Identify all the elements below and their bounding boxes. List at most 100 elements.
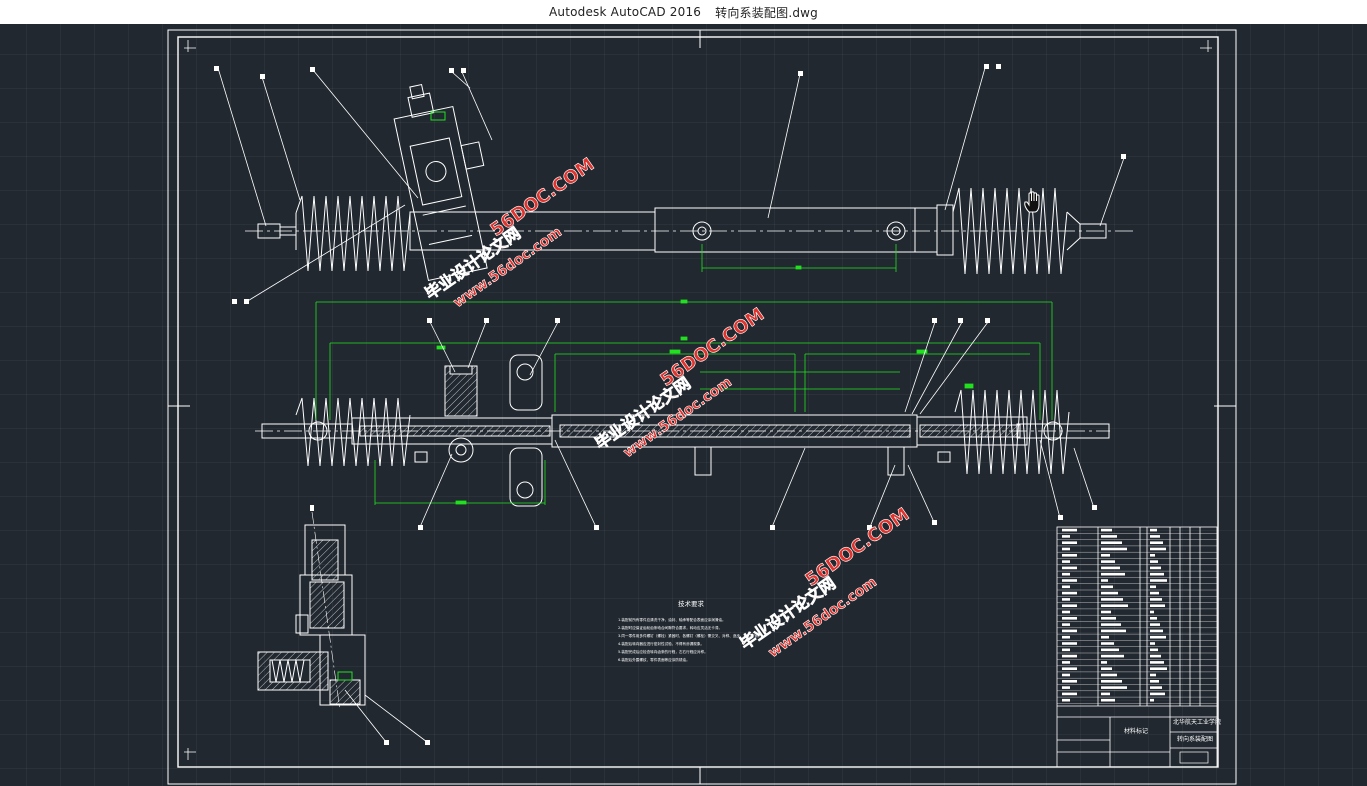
parts-list-cell-text <box>1062 591 1077 595</box>
parts-list-cell-text <box>1101 629 1126 633</box>
parts-list-cell-text <box>1101 604 1128 607</box>
hand-cursor-icon <box>1024 191 1040 213</box>
parts-list-rows <box>1057 533 1217 704</box>
parts-list-cell-text <box>1101 610 1111 614</box>
parts-list-cell-text <box>1150 617 1157 620</box>
parts-list-cell-text <box>1062 617 1077 620</box>
parts-list-cell-text <box>1150 648 1158 652</box>
parts-list-cell-text <box>1101 686 1127 689</box>
title-block-material: 材料标记 <box>1124 727 1148 735</box>
parts-list-cell-text <box>1150 667 1167 670</box>
parts-list-cell-text <box>1150 554 1155 557</box>
app-title: Autodesk AutoCAD 2016 <box>549 5 702 19</box>
parts-list-cell-text <box>1150 654 1161 658</box>
parts-list-cell-text <box>1150 572 1164 576</box>
parts-list-cell-text <box>1101 648 1119 652</box>
top-view <box>245 83 1135 282</box>
parts-list-cell-text <box>1101 547 1127 551</box>
tech-req-line-4: 4.装配后转向器应进行密封性试验，不得有渗漏现象。 <box>618 641 704 646</box>
parts-list-cell-text <box>1101 591 1118 595</box>
pinion-detail-view <box>257 511 366 711</box>
parts-list-cell-text <box>1101 661 1107 664</box>
tech-requirements-title: 技术要求 <box>678 599 705 608</box>
parts-list-cell-text <box>1150 610 1154 614</box>
parts-list-cell-text <box>1150 528 1157 532</box>
parts-list-cells <box>1062 528 1167 702</box>
parts-list-cell-text <box>1062 572 1070 576</box>
parts-list-cell-text <box>1150 692 1165 696</box>
parts-list-cell-text <box>1150 598 1162 601</box>
parts-list-cell-text <box>1062 535 1070 538</box>
section-dimensions <box>315 299 1053 505</box>
parts-list-cell-text <box>1062 654 1077 658</box>
parts-list-cell-text <box>1062 667 1077 670</box>
parts-list-cell-text <box>1062 686 1070 689</box>
parts-list-cell-text <box>1150 535 1160 538</box>
parts-list-cell-text <box>1062 598 1070 601</box>
parts-list-cell-text <box>1062 635 1070 639</box>
parts-list-cell-text <box>1101 585 1113 589</box>
parts-list-cell-text <box>1150 604 1165 607</box>
parts-list-cell-text <box>1150 673 1156 677</box>
parts-list-cell-text <box>1101 554 1110 557</box>
parts-list-cell-text <box>1101 541 1122 544</box>
parts-list-cell-text <box>1062 541 1077 544</box>
watermarks: 毕业设计论文网 www.56doc.com 56DOC.COM 毕业设计论文网 … <box>421 154 914 662</box>
document-title: 转向系装配图.dwg <box>715 5 818 20</box>
parts-list-cell-text <box>1062 648 1070 652</box>
parts-list-cell-text <box>1062 610 1070 614</box>
parts-list-cell-text <box>1101 623 1121 626</box>
section-view <box>255 354 1110 507</box>
parts-list-cell-text <box>1062 528 1077 532</box>
parts-list-cell-text <box>1062 579 1077 582</box>
parts-list-cell-text <box>1101 680 1122 683</box>
title-block-school: 北华航天工业学院 <box>1173 718 1221 726</box>
parts-list-cell-text <box>1101 635 1109 639</box>
parts-list-cell-text <box>1101 528 1112 532</box>
tech-requirements: 技术要求 1.装配前所有零件应清洗干净，油封、轴承等配合表面应涂润滑油。 2.装… <box>618 599 762 662</box>
parts-list-cell-text <box>1101 560 1115 563</box>
parts-list-cell-text <box>1062 554 1077 557</box>
parts-list-cell-text <box>1101 698 1115 702</box>
parts-list-cell-text <box>1150 541 1163 544</box>
parts-list-cell-text <box>1101 617 1116 620</box>
parts-list-cell-text <box>1062 698 1070 702</box>
window-titlebar: Autodesk AutoCAD 2016 转向系装配图.dwg <box>0 0 1367 24</box>
title-block-drawing-name: 转向系装配图 <box>1177 735 1213 743</box>
watermark-domain-2: 56DOC.COM <box>657 304 769 391</box>
parts-list-cell-text <box>1062 629 1077 633</box>
parts-list-cell-text <box>1101 673 1117 677</box>
tech-req-line-2: 2.装配时应保证齿轮齿条啮合间隙符合要求，转动应灵活无卡滞。 <box>618 625 722 630</box>
parts-list-cell-text <box>1150 635 1166 639</box>
parts-list-cell-text <box>1062 566 1077 570</box>
watermark-domain-3: 56DOC.COM <box>802 504 914 591</box>
parts-list-cell-text <box>1150 547 1166 551</box>
parts-list-cell-text <box>1150 686 1162 689</box>
tech-req-line-1: 1.装配前所有零件应清洗干净，油封、轴承等配合表面应涂润滑油。 <box>618 617 726 622</box>
parts-list-cell-text <box>1101 579 1108 582</box>
parts-list-cell-text <box>1062 547 1070 551</box>
parts-list-cell-text <box>1101 535 1117 538</box>
drawing-canvas[interactable]: 技术要求 1.装配前所有零件应清洗干净，油封、轴承等配合表面应涂润滑油。 2.装… <box>0 24 1367 786</box>
sheet-frame <box>167 29 1237 785</box>
parts-list-cell-text <box>1150 623 1160 626</box>
parts-list-cell-text <box>1150 680 1159 683</box>
parts-list-cell-text <box>1101 572 1125 576</box>
parts-list-cell-text <box>1062 560 1070 563</box>
parts-list-cell-text <box>1062 673 1070 677</box>
parts-list-cell-text <box>1062 642 1077 645</box>
parts-list-cell-text <box>1101 667 1112 670</box>
balloon-marks <box>214 64 1126 745</box>
parts-list-cell-text <box>1150 585 1156 589</box>
parts-list-cell-text <box>1150 560 1158 563</box>
parts-list-cell-text <box>1150 566 1161 570</box>
parts-list <box>1056 526 1218 768</box>
parts-list-cell-text <box>1101 692 1110 696</box>
parts-list-cell-text <box>1150 698 1154 702</box>
parts-list-cell-text <box>1101 654 1124 658</box>
parts-list-cell-text <box>1062 604 1077 607</box>
parts-list-cell-text <box>1101 642 1114 645</box>
tech-req-line-6: 6.装配后外露螺纹、零件表面等应涂防锈油。 <box>618 657 690 662</box>
parts-list-cell-text <box>1062 623 1070 626</box>
parts-list-cell-text <box>1062 680 1077 683</box>
